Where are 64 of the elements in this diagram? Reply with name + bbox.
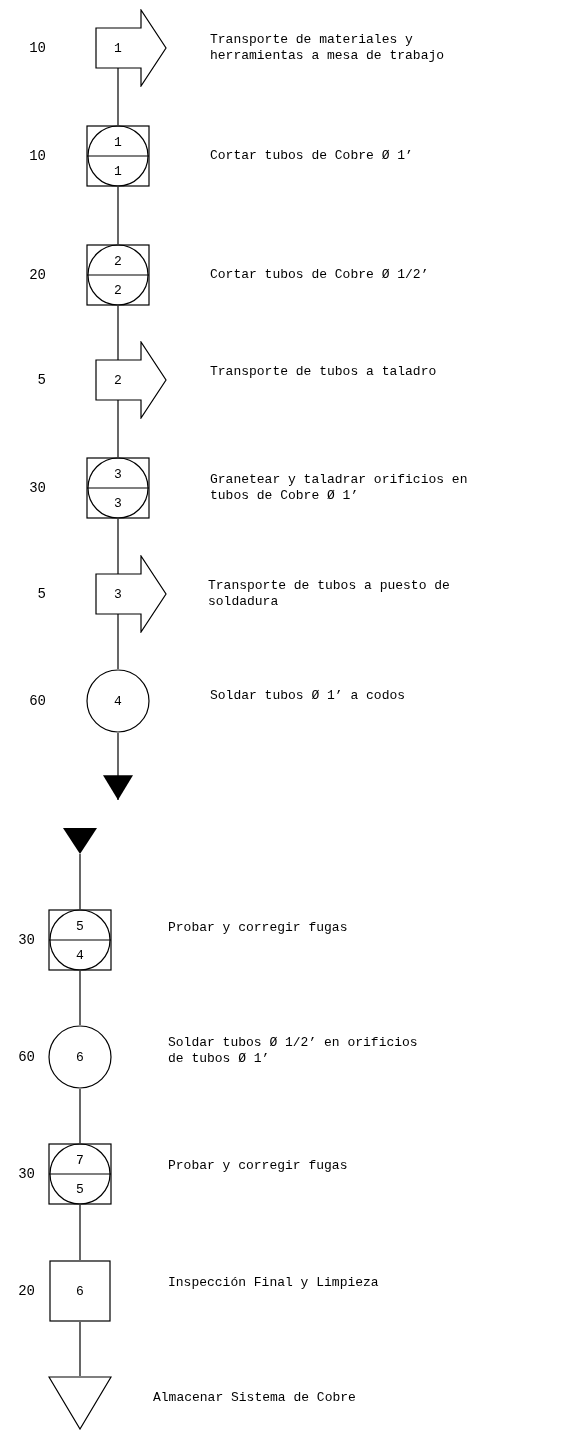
step-number: 3	[114, 587, 122, 601]
operation-number: 1	[114, 135, 122, 149]
inspection-number: 2	[114, 283, 122, 297]
operation-circle	[48, 1025, 112, 1089]
step-description: Cortar tubos de Cobre Ø 1/2’	[210, 267, 430, 283]
transport-symbol	[95, 9, 167, 87]
operation-inspection-symbol	[48, 1143, 112, 1205]
operation-inspection-symbol	[48, 909, 112, 971]
connector-line	[117, 305, 119, 361]
step-description: Soldar tubos Ø 1/2’ en orificios de tubos Ø 1’	[168, 1035, 419, 1067]
connector-line	[79, 1321, 81, 1377]
connector-line	[79, 970, 81, 1026]
time-value: 60	[28, 694, 46, 708]
step-number: 2	[114, 373, 122, 387]
inspection-number: 1	[114, 164, 122, 178]
step-description: Probar y corregir fugas	[168, 1158, 349, 1174]
step-description: Probar y corregir fugas	[168, 920, 349, 936]
operation-number: 2	[114, 254, 122, 268]
step-description: Transporte de materiales y herramientas a mesa de trabajo	[210, 32, 446, 64]
connector-line	[117, 399, 119, 458]
time-value: 10	[28, 41, 46, 55]
connector-line	[79, 1204, 81, 1261]
step-description: Soldar tubos Ø 1’ a codos	[210, 688, 407, 704]
time-value: 30	[17, 933, 35, 947]
time-value: 20	[28, 268, 46, 282]
step-number: 6	[76, 1050, 84, 1064]
step-number: 1	[114, 41, 122, 55]
transport-symbol	[95, 555, 167, 633]
inspection-square	[49, 1260, 111, 1322]
operation-number: 3	[114, 467, 122, 481]
connector-line	[117, 518, 119, 575]
operation-number: 7	[76, 1153, 84, 1167]
operation-inspection-symbol	[86, 244, 150, 306]
time-value: 20	[17, 1284, 35, 1298]
arrow	[103, 732, 133, 801]
operation-circle	[86, 669, 150, 733]
time-value: 10	[28, 149, 46, 163]
step-number: 4	[114, 694, 122, 708]
time-value: 30	[17, 1167, 35, 1181]
time-value: 5	[36, 373, 46, 387]
connector-line	[117, 186, 119, 245]
step-number: 6	[76, 1284, 84, 1298]
inspection-number: 4	[76, 948, 84, 962]
transport-symbol	[95, 341, 167, 419]
connector-line	[79, 1088, 81, 1144]
step-description: Transporte de tubos a puesto de soldadura	[208, 578, 451, 610]
time-value: 30	[28, 481, 46, 495]
step-description: Cortar tubos de Cobre Ø 1’	[210, 148, 414, 164]
inspection-number: 3	[114, 496, 122, 510]
filled-triangle	[63, 828, 97, 854]
operation-inspection-symbol	[86, 125, 150, 187]
step-description: Inspección Final y Limpieza	[168, 1275, 380, 1291]
inspection-number: 5	[76, 1182, 84, 1196]
step-description: Granetear y taladrar orificios en tubos de Cobre Ø 1’	[210, 472, 469, 504]
connector-line	[117, 67, 119, 126]
step-description: Almacenar Sistema de Cobre	[153, 1390, 357, 1406]
step-description: Transporte de tubos a taladro	[210, 364, 438, 380]
operation-number: 5	[76, 919, 84, 933]
time-value: 60	[17, 1050, 35, 1064]
storage-triangle	[48, 1376, 112, 1430]
connector-line	[79, 853, 81, 910]
time-value: 5	[36, 587, 46, 601]
connector-line	[117, 613, 119, 670]
operation-inspection-symbol	[86, 457, 150, 519]
